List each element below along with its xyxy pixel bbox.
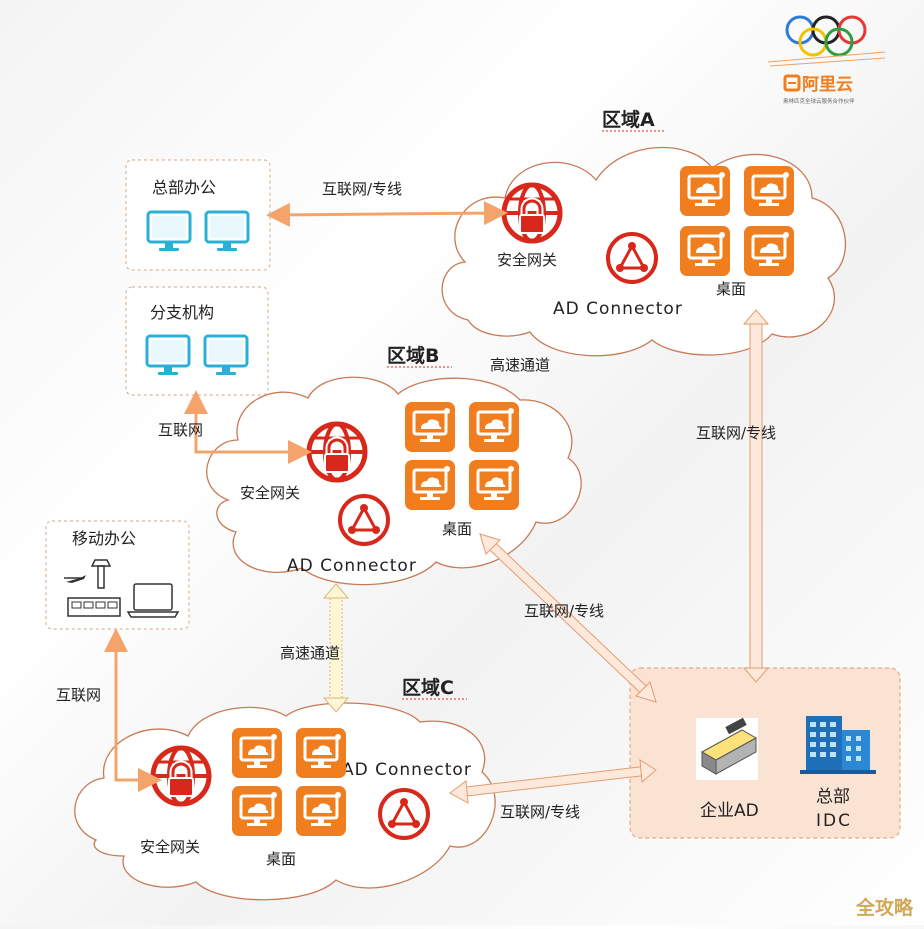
desktop-icon: [467, 400, 521, 454]
region-a-connector-label: AD Connector: [553, 299, 683, 319]
region-c-title: 区域C: [402, 676, 454, 699]
link-c-to-idc-label: 互联网/专线: [500, 803, 580, 821]
desktop-icon: [230, 726, 284, 780]
desktop-icon: [230, 784, 284, 838]
desktop-icon: [403, 458, 457, 512]
arrow-region-a-to-idc: [742, 309, 770, 683]
aliyun-brand-text: 阿里云: [802, 75, 853, 95]
arrow-branch-to-region-b: [184, 390, 312, 464]
link-branch-internet-label: 互联网: [158, 421, 203, 439]
laptop-icon: [126, 583, 180, 618]
link-b-c-highspeed-label: 高速通道: [280, 644, 340, 662]
arrow-region-c-to-idc: [449, 759, 657, 804]
desktop-icon: [294, 784, 348, 838]
hq-office-label: 总部办公: [152, 178, 216, 197]
idc-label: IDC: [816, 811, 852, 831]
region-b-title: 区域B: [387, 344, 439, 367]
watermark: 全攻略: [855, 896, 914, 919]
region-a-desktop-label: 桌面: [716, 280, 746, 298]
region-c-desktop-label: 桌面: [266, 850, 296, 868]
hq-label: 总部: [816, 787, 850, 807]
aliyun-tagline: 奥林匹克全球云服务合作伙伴: [783, 97, 855, 105]
desktop-icon: [678, 224, 732, 278]
desktop-icon: [742, 164, 796, 218]
region-b-desktop-label: 桌面: [442, 520, 472, 538]
cloud-region-b: [206, 376, 582, 586]
desktop-icon: [467, 458, 521, 512]
link-b-to-idc-label: 互联网/专线: [524, 602, 604, 620]
link-a-b-highspeed-label: 高速通道: [490, 356, 550, 374]
olympic-rings-icon: [785, 15, 867, 57]
branch-office-box: 分支机构: [125, 286, 269, 396]
arrow-region-b-to-idc: [479, 533, 657, 703]
region-b-connector-label: AD Connector: [287, 556, 417, 576]
hq-office-box: 总部办公: [125, 159, 271, 271]
arrow-hq-to-region-a: [266, 201, 508, 227]
aliyun-logo: 阿里云 奥林匹克全球云服务合作伙伴: [767, 51, 886, 105]
mobile-office-label: 移动办公: [72, 529, 136, 548]
region-c-connector-label: AD Connector: [342, 760, 472, 780]
desktop-icon: [742, 224, 796, 278]
desktop-icon: [678, 164, 732, 218]
arrow-region-b-to-c: [322, 583, 350, 713]
idc-box: 企业AD 总部 IDC: [629, 667, 901, 839]
hq-building-icon: [800, 716, 876, 774]
branch-office-label: 分支机构: [150, 303, 214, 322]
arrow-mobile-to-region-c: [104, 628, 162, 792]
region-c-gateway-label: 安全网关: [140, 838, 200, 856]
desktop-icon: [294, 726, 348, 780]
link-mobile-internet-label: 互联网: [56, 686, 101, 704]
mobile-office-box: 移动办公: [45, 520, 190, 630]
enterprise-ad-server-icon: [696, 717, 758, 780]
region-a-gateway-label: 安全网关: [497, 251, 557, 269]
cloud-region-c: [74, 702, 496, 901]
airport-icon: [64, 559, 121, 617]
link-a-to-idc-label: 互联网/专线: [696, 424, 776, 442]
region-b-gateway-label: 安全网关: [240, 484, 300, 502]
enterprise-ad-label: 企业AD: [700, 801, 759, 821]
link-hq-to-a-label: 互联网/专线: [322, 180, 402, 198]
region-a-title: 区域A: [602, 108, 655, 131]
desktop-icon: [403, 400, 457, 454]
